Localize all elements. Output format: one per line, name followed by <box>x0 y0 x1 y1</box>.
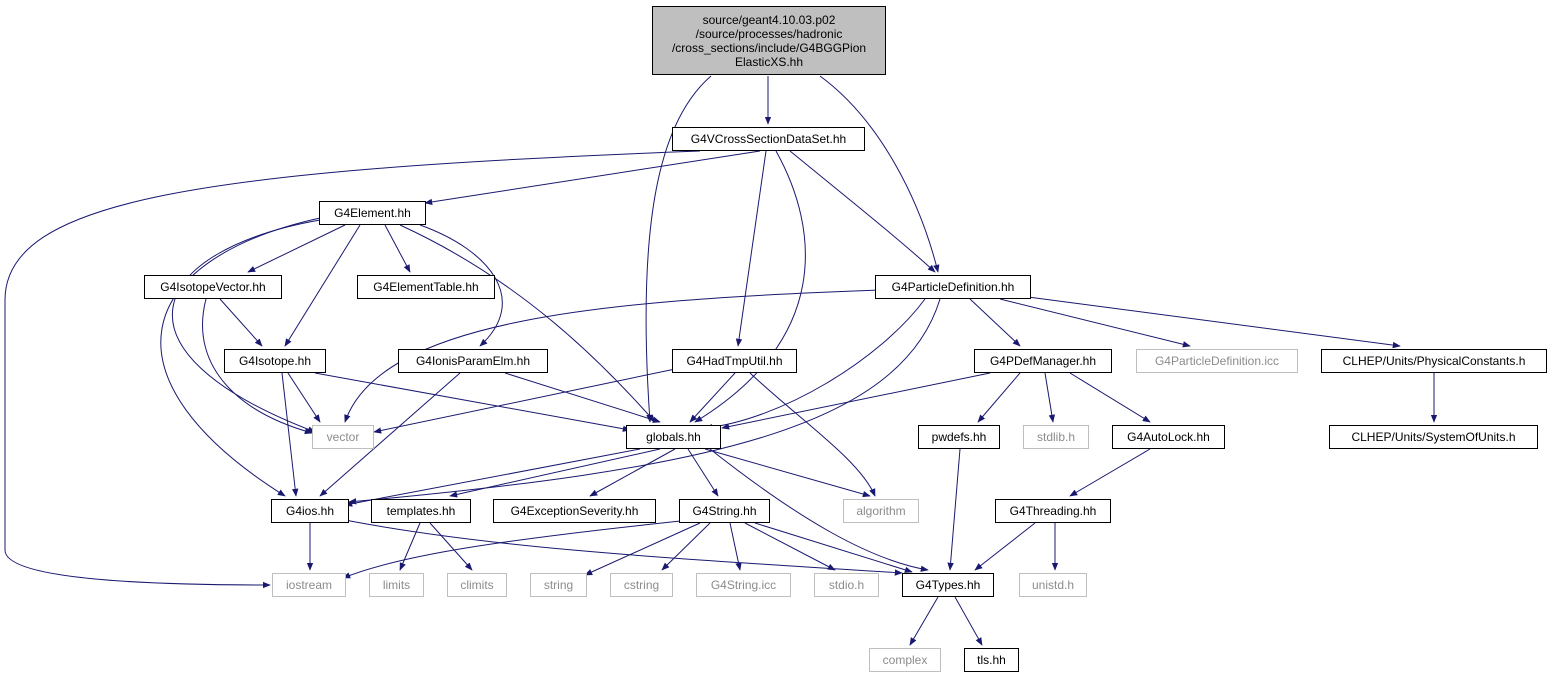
node-g4isotope[interactable]: G4Isotope.hh <box>224 349 326 373</box>
node-systemofunits[interactable]: CLHEP/Units/SystemOfUnits.h <box>1329 425 1538 449</box>
node-climits: climits <box>447 573 507 597</box>
edge-isotope-g4ios <box>281 372 299 497</box>
node-iostream: iostream <box>272 573 346 597</box>
edge-element-vector <box>172 219 321 433</box>
edge-element-isotope <box>284 224 361 347</box>
edge-g4string-iostream <box>342 519 691 579</box>
edge-vcross-hadtmp <box>735 150 767 347</box>
node-g4isotopevector[interactable]: G4IsotopeVector.hh <box>144 275 282 299</box>
edge-partdef-globals <box>704 298 926 431</box>
node-cstring: cstring <box>610 573 673 597</box>
edge-isovec-isotope <box>219 298 263 347</box>
edge-templates-limits <box>399 522 421 571</box>
node-unistd: unistd.h <box>1019 573 1087 597</box>
edge-g4string-g4types <box>754 522 913 573</box>
node-g4element[interactable]: G4Element.hh <box>319 201 426 225</box>
node-complex: complex <box>869 648 941 672</box>
node-globals[interactable]: globals.hh <box>626 425 721 449</box>
edge-globals-excsev <box>589 448 676 497</box>
edge-element-elemtable <box>384 224 411 273</box>
edge-hadtmp-globals <box>689 372 736 423</box>
node-g4elementtable[interactable]: G4ElementTable.hh <box>357 275 495 299</box>
edge-vcross-partdef <box>789 150 936 273</box>
edge-isotope-vector <box>287 372 321 423</box>
node-vector: vector <box>312 425 374 449</box>
edge-pdefmgr-pwdefs <box>977 372 1021 423</box>
node-g4autolock[interactable]: G4AutoLock.hh <box>1112 425 1225 449</box>
edge-globals-g4types <box>709 448 929 572</box>
node-g4string[interactable]: G4String.hh <box>679 499 770 523</box>
edge-globals-g4ios <box>344 448 641 507</box>
node-g4hadtmputil[interactable]: G4HadTmpUtil.hh <box>672 349 797 373</box>
root-line-3: /cross_sections/include/G4BGGPion <box>671 40 867 55</box>
edge-vcross-element <box>424 150 761 206</box>
edge-g4string-string <box>584 522 701 576</box>
edge-globals-templates <box>449 448 661 498</box>
root-line-2: /source/processes/hadronic <box>695 26 843 41</box>
edge-pwdefs-g4types <box>947 448 961 571</box>
edge-pdefmgr-autolock <box>1069 372 1151 423</box>
edge-partdef-physconst <box>1027 296 1401 349</box>
edge-vcross-iostream <box>4 150 701 589</box>
node-g4exceptionseverity[interactable]: G4ExceptionSeverity.hh <box>493 499 656 523</box>
node-templates[interactable]: templates.hh <box>371 499 471 523</box>
node-tls[interactable]: tls.hh <box>964 648 1019 672</box>
edge-g4ios-g4types <box>344 519 903 576</box>
node-limits: limits <box>369 573 424 597</box>
node-g4pdefmanager[interactable]: G4PDefManager.hh <box>974 349 1112 373</box>
edge-pdefmgr-stdlib <box>1044 372 1055 423</box>
edge-g4string-cstring <box>661 522 711 571</box>
node-stdlib: stdlib.h <box>1023 425 1089 449</box>
node-g4particledefinition-icc: G4ParticleDefinition.icc <box>1136 349 1298 373</box>
edge-root-globals <box>645 75 712 423</box>
node-g4particledefinition[interactable]: G4ParticleDefinition.hh <box>875 275 1031 299</box>
node-g4string-icc: G4String.icc <box>696 573 791 597</box>
edge-ionis-g4ios <box>319 372 461 497</box>
node-g4threading[interactable]: G4Threading.hh <box>995 499 1111 523</box>
node-g4types[interactable]: G4Types.hh <box>902 573 994 597</box>
edge-vcross-globals <box>694 150 806 423</box>
node-g4vcrosssectiondataset[interactable]: G4VCrossSectionDataSet.hh <box>672 127 865 151</box>
edge-g4types-tls <box>954 596 983 646</box>
edge-element-isovec <box>247 224 346 273</box>
edge-globals-g4string <box>687 448 719 497</box>
root-file-node: source/geant4.10.03.p02 /source/processe… <box>652 6 886 75</box>
edge-hadtmp-algorithm <box>749 372 876 497</box>
edge-partdef-pdefmgr <box>969 298 1021 347</box>
node-algorithm: algorithm <box>843 499 919 523</box>
edge-partdef-vector <box>344 289 881 423</box>
edge-isovec-vector <box>202 298 313 435</box>
edge-element-globals <box>399 224 656 423</box>
root-line-1: source/geant4.10.03.p02 <box>702 12 836 27</box>
edge-g4types-complex <box>909 596 939 646</box>
edge-element-g4ios <box>160 217 321 497</box>
node-g4ionisparamelm[interactable]: G4IonisParamElm.hh <box>398 349 548 373</box>
node-string: string <box>530 573 587 597</box>
edge-root-partdef <box>819 75 940 273</box>
node-g4ios[interactable]: G4ios.hh <box>271 499 349 523</box>
edge-isotope-globals <box>314 372 631 432</box>
edge-partdef-g4ios <box>348 298 941 505</box>
node-physicalconstants[interactable]: CLHEP/Units/PhysicalConstants.h <box>1321 349 1547 373</box>
edge-g4string-stdio <box>744 522 836 571</box>
edge-threading-g4types <box>974 522 1036 571</box>
node-stdio: stdio.h <box>814 573 879 597</box>
edge-ionis-globals <box>504 372 661 423</box>
edge-partdef-icc <box>999 298 1191 348</box>
edge-globals-algorithm <box>704 448 871 498</box>
node-pwdefs[interactable]: pwdefs.hh <box>918 425 1000 449</box>
edge-autolock-threading <box>1069 448 1151 497</box>
root-line-4: ElasticXS.hh <box>734 54 804 69</box>
edge-pdefmgr-globals <box>721 372 991 430</box>
edge-templates-climits <box>429 522 473 571</box>
edge-g4string-icc <box>729 522 742 571</box>
edge-hadtmp-vector <box>373 367 681 434</box>
